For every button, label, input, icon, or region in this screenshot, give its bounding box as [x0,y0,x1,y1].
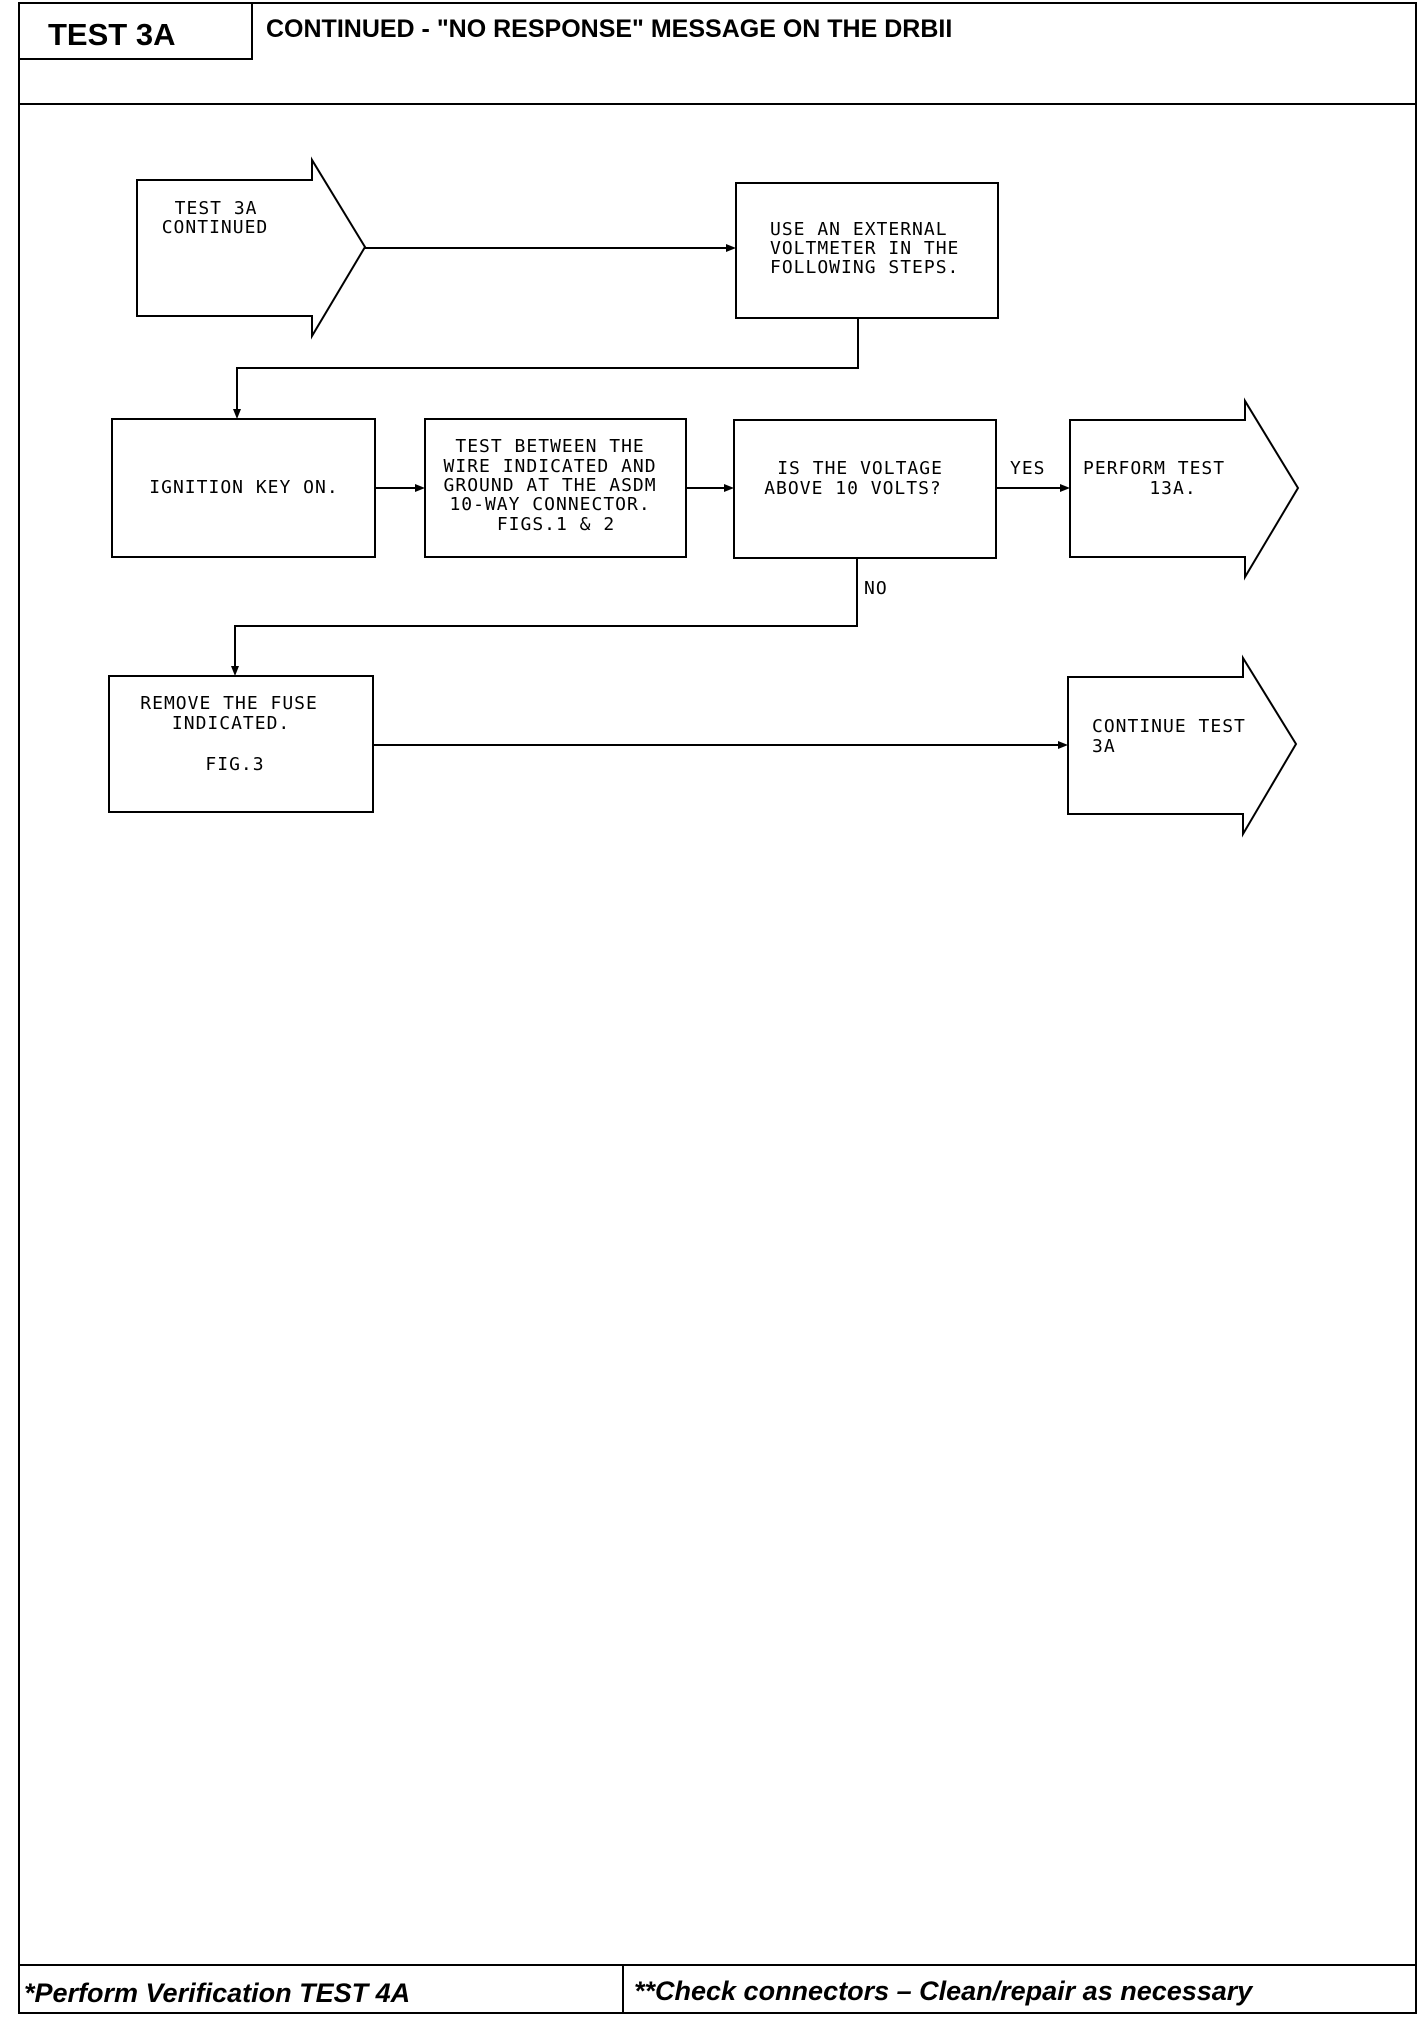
arrowhead [1060,484,1070,492]
start-line-1: TEST 3A [175,198,258,219]
test-between-text: TEST BETWEEN THE WIRE INDICATED AND GROU… [444,436,669,535]
arrowhead [724,484,734,492]
footer-left-note: *Perform Verification TEST 4A [24,1978,410,2008]
arrowhead [231,666,239,676]
use-voltmeter-box [735,182,999,319]
no-label: NO [864,578,888,599]
footer-right-note: **Check connectors – Clean/repair as nec… [634,1976,1254,2006]
continue-test-arrow-shape [1067,654,1298,838]
header-test-id: TEST 3A [48,17,175,52]
yes-label: YES [1010,458,1046,479]
remove-fuse-text: REMOVE THE FUSE INDICATED. FIG.3 [140,693,329,775]
start-arrow-text: TEST 3A CONTINUED [162,198,270,238]
start-arrow-shape [136,156,367,340]
use-voltmeter-text: USE AN EXTERNAL VOLTMETER IN THE FOLLOWI… [770,219,971,278]
header-test-box [18,2,253,60]
arrowhead [415,484,425,492]
arrowhead [726,244,736,252]
perform-test-arrow-shape [1069,397,1300,581]
start-line-2: CONTINUED [162,217,269,238]
header-title: CONTINUED - "NO RESPONSE" MESSAGE ON THE… [266,15,952,43]
arrowhead [1058,741,1068,749]
arrowhead [233,409,241,419]
voltage-question-text: IS THE VOLTAGE ABOVE 10 VOLTS? [764,458,955,499]
ignition-text: IGNITION KEY ON. [149,477,338,498]
perform-test-text: PERFORM TEST 13A. [1083,458,1237,499]
connector-no [234,558,858,670]
continue-test-text: CONTINUE TEST 3A [1092,716,1258,757]
connector-voltmeter-to-ignition [236,318,859,413]
page-border [18,2,1417,2014]
